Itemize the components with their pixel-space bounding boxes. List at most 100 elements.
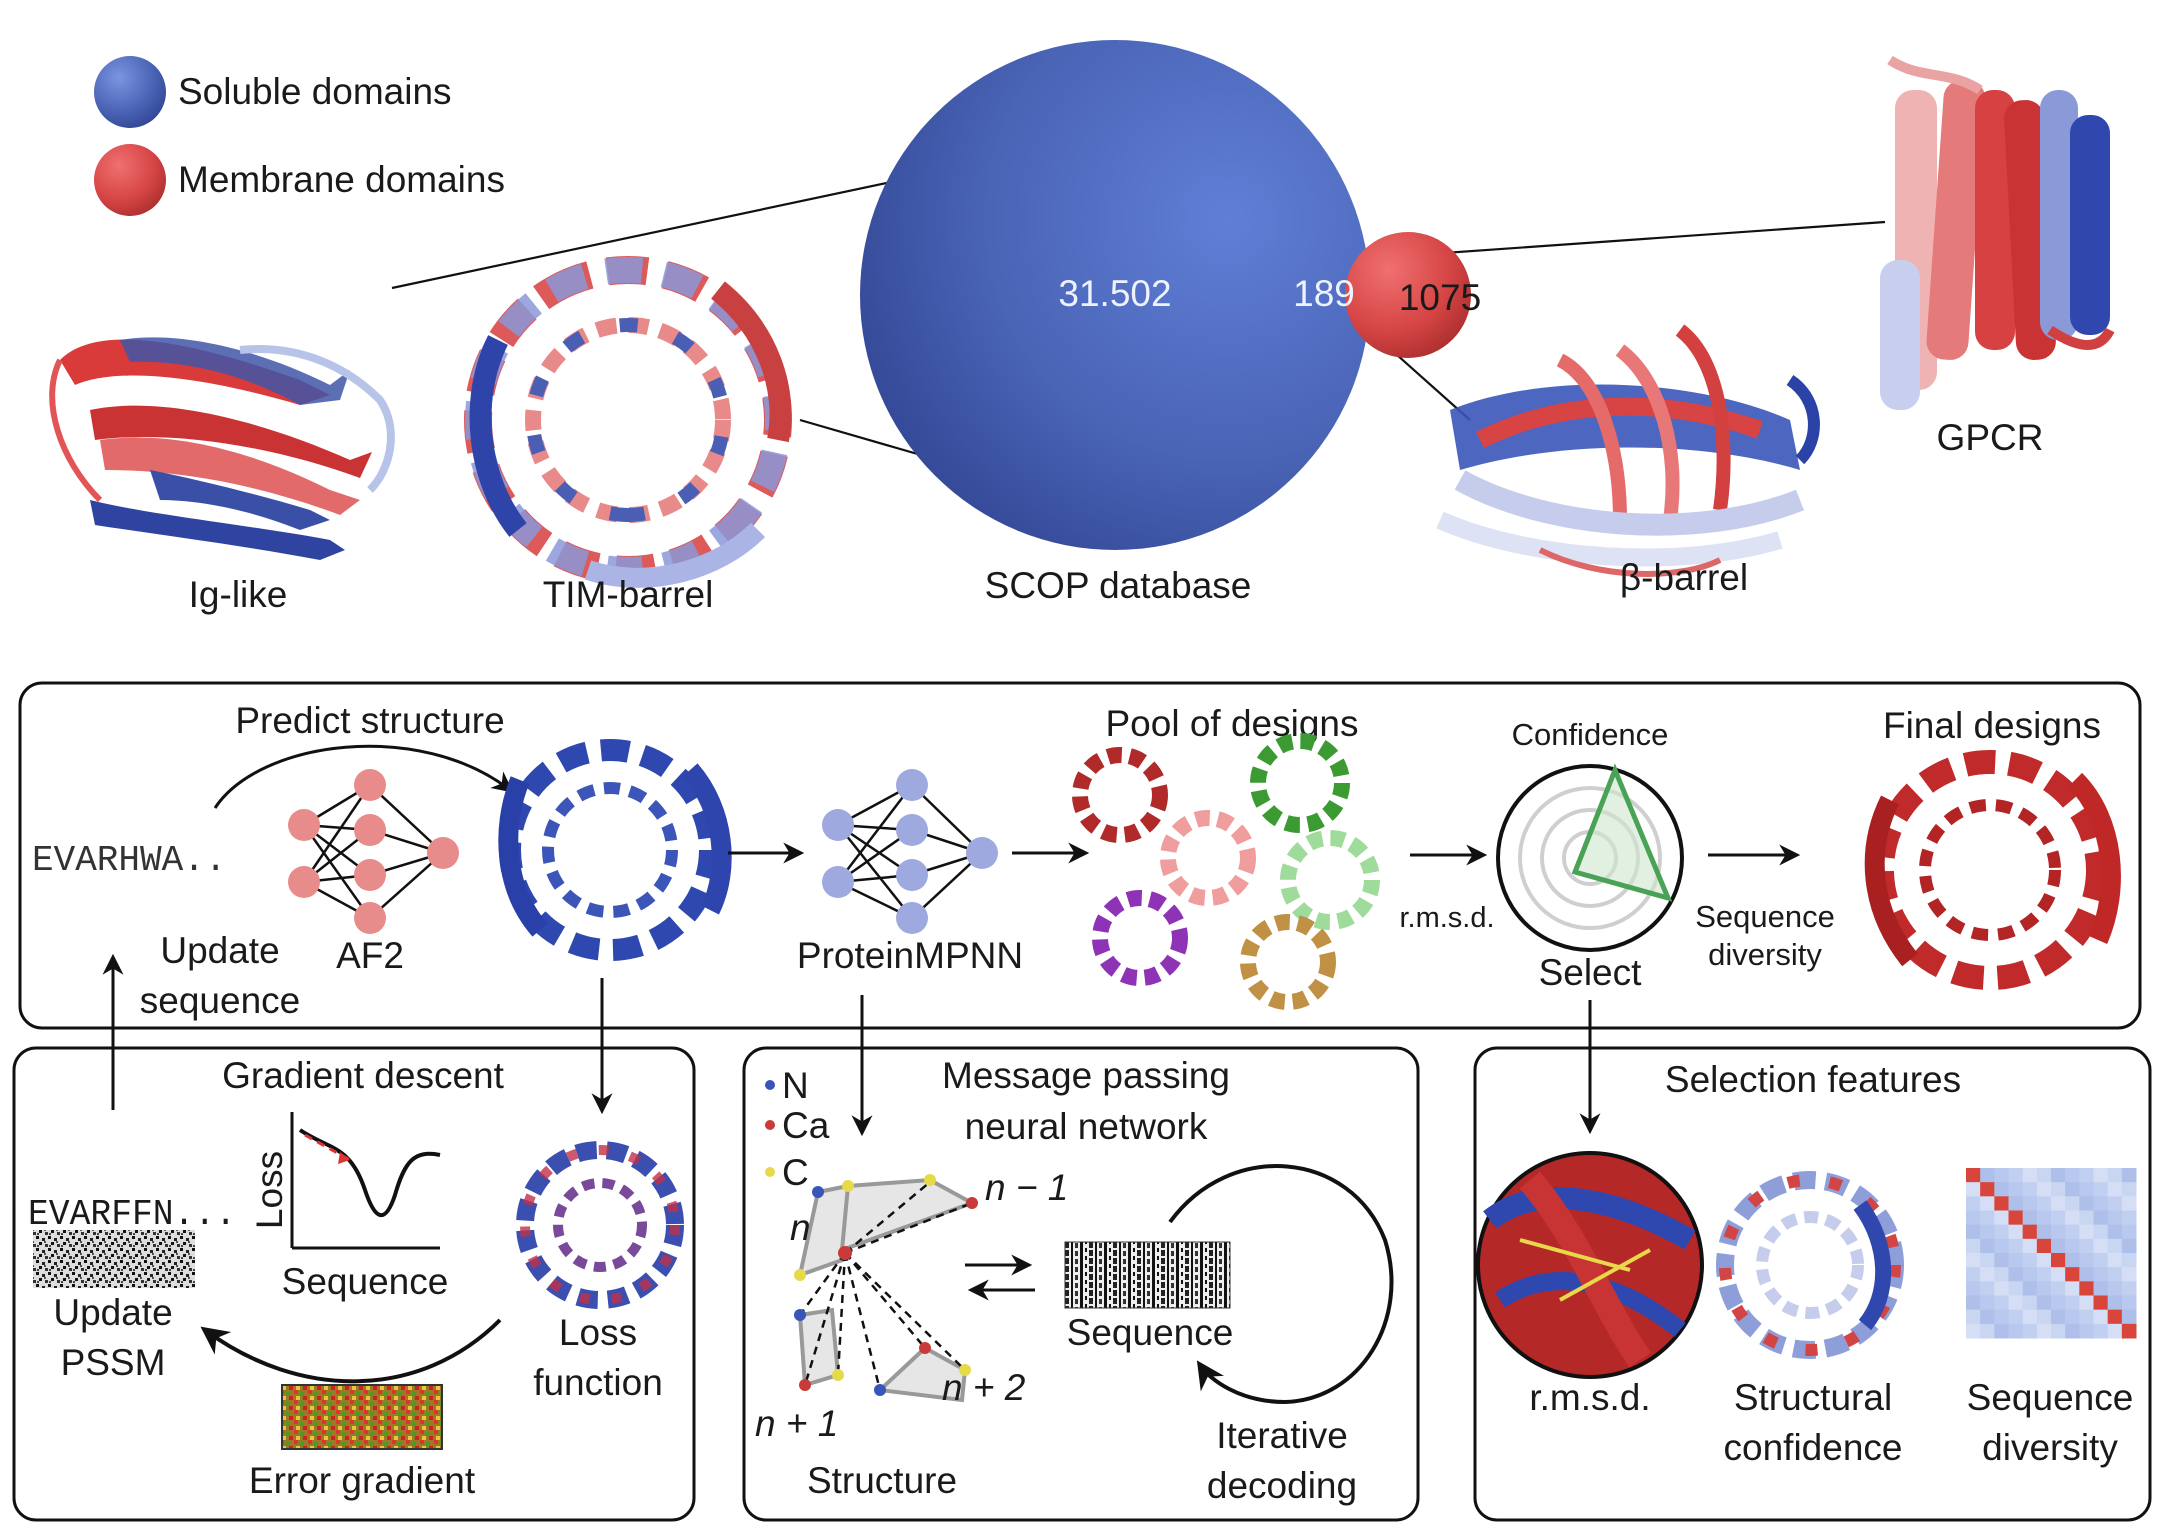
- node-n-plus-1-label: n + 1: [755, 1403, 838, 1444]
- heatmap-cell: [2107, 1168, 2123, 1183]
- gradient-descent-box: [12, 1046, 696, 1522]
- n-atom-swatch: [765, 1080, 775, 1090]
- heatmap-cell: [2121, 1168, 2137, 1183]
- af2-network: [288, 769, 459, 934]
- heatmap-cell: [2065, 1309, 2080, 1325]
- heatmap-cell: [2022, 1295, 2038, 1311]
- structural-confidence-image: [1716, 1171, 1904, 1359]
- heatmap-cell: [2121, 1281, 2137, 1296]
- atom-legend: N Ca C: [765, 1065, 830, 1193]
- pssm-matrix: [33, 1230, 195, 1288]
- heatmap-cell: [2036, 1238, 2052, 1254]
- node-n-minus-1-label: n − 1: [985, 1167, 1068, 1208]
- heatmap-cell: [2051, 1196, 2066, 1211]
- ca-atom-label: Ca: [782, 1105, 830, 1146]
- heatmap-cell: [2107, 1196, 2123, 1211]
- heatmap-cell: [2065, 1267, 2080, 1282]
- heatmap-cell: [2079, 1253, 2094, 1268]
- confidence-axis-label: Confidence: [1512, 717, 1669, 752]
- heatmap-cell: [1994, 1182, 2009, 1197]
- heatmap-cell: [1966, 1238, 1981, 1254]
- shared-count: 189: [1293, 273, 1355, 314]
- structure-graph: [794, 1174, 978, 1403]
- heatmap-cell: [2079, 1196, 2094, 1211]
- update-pssm-arrow: [200, 1318, 502, 1384]
- iterative-label-2: decoding: [1207, 1465, 1357, 1506]
- sequence-diversity-label-2: diversity: [1708, 937, 1822, 972]
- selection-features-box: [1473, 1046, 2152, 1522]
- heatmap-cell: [2008, 1182, 2024, 1197]
- legend-soluble-label: Soluble domains: [178, 71, 452, 112]
- heatmap-cell: [1980, 1182, 1995, 1197]
- heatmap-cell: [2121, 1224, 2137, 1240]
- mpnn-box: [742, 1046, 1420, 1522]
- heatmap-cell: [2107, 1238, 2123, 1254]
- af2-label: AF2: [336, 935, 404, 976]
- heatmap-cell: [2051, 1238, 2066, 1254]
- heatmap-cell: [1980, 1281, 1995, 1296]
- heatmap-cell: [2022, 1210, 2038, 1226]
- heatmap-cell: [2022, 1309, 2038, 1325]
- heatmap-cell: [2107, 1210, 2123, 1226]
- heatmap-cell: [1980, 1323, 1995, 1339]
- heatmap-cell: [1994, 1238, 2009, 1254]
- heatmap-cell: [2093, 1267, 2109, 1282]
- heatmap-cell: [1994, 1295, 2009, 1311]
- heatmap-cell: [1980, 1224, 1995, 1240]
- heatmap-cell: [2022, 1253, 2038, 1268]
- tim-barrel-structure: [464, 256, 792, 588]
- beta-barrel-label: β-barrel: [1620, 557, 1748, 598]
- heatmap-cell: [1994, 1196, 2009, 1211]
- heatmap-cell: [2107, 1323, 2123, 1339]
- heatmap-cell: [2107, 1309, 2123, 1325]
- heatmap-cell: [1980, 1295, 1995, 1311]
- heatmap-cell: [2008, 1168, 2024, 1183]
- heatmap-cell: [1994, 1281, 2009, 1296]
- heatmap-cell: [2093, 1210, 2109, 1226]
- heatmap-cell: [2065, 1323, 2080, 1339]
- heatmap-cell: [2008, 1224, 2024, 1240]
- heatmap-cell: [1966, 1267, 1981, 1282]
- heatmap-cell: [1966, 1281, 1981, 1296]
- heatmap-cell: [2121, 1267, 2137, 1282]
- heatmap-cell: [2008, 1295, 2024, 1311]
- heatmap-cell: [1994, 1224, 2009, 1240]
- heatmap-cell: [2051, 1295, 2066, 1311]
- soluble-domains-sphere: [860, 40, 1370, 550]
- heatmap-cell: [2065, 1196, 2080, 1211]
- heatmap-cell: [2121, 1323, 2137, 1339]
- heatmap-cell: [1966, 1323, 1981, 1339]
- tim-barrel-label: TIM-barrel: [543, 574, 714, 615]
- soluble-count: 31.502: [1058, 273, 1171, 314]
- heatmap-cell: [2065, 1295, 2080, 1311]
- heatmap-cell: [2036, 1182, 2052, 1197]
- loss-axis-label: Loss: [249, 1151, 290, 1229]
- mpnn-title-1: Message passing: [942, 1055, 1230, 1096]
- heatmap-cell: [1966, 1182, 1981, 1197]
- diversity-label-2: diversity: [1982, 1427, 2118, 1468]
- heatmap-cell: [2036, 1253, 2052, 1268]
- heatmap-cell: [1966, 1253, 1981, 1268]
- predict-structure-label: Predict structure: [235, 700, 504, 741]
- membrane-domains-sphere: [1345, 232, 1471, 358]
- heatmap-cell: [2065, 1224, 2080, 1240]
- heatmap-cell: [2093, 1182, 2109, 1197]
- heatmap-cell: [2121, 1309, 2137, 1325]
- heatmap-cell: [2107, 1295, 2123, 1311]
- node-n-plus-2-label: n + 2: [942, 1367, 1026, 1408]
- heatmap-cell: [2079, 1281, 2094, 1296]
- heatmap-cell: [2036, 1281, 2052, 1296]
- heatmap-cell: [1994, 1168, 2009, 1183]
- confidence-label: confidence: [1724, 1427, 1903, 1468]
- heatmap-cell: [2051, 1281, 2066, 1296]
- heatmap-cell: [2051, 1224, 2066, 1240]
- heatmap-cell: [2107, 1267, 2123, 1282]
- heatmap-cell: [2022, 1281, 2038, 1296]
- heatmap-cell: [2107, 1253, 2123, 1268]
- heatmap-cell: [2093, 1309, 2109, 1325]
- heatmap-cell: [2065, 1253, 2080, 1268]
- heatmap-cell: [1966, 1295, 1981, 1311]
- heatmap-cell: [2022, 1182, 2038, 1197]
- heatmap-cell: [2093, 1196, 2109, 1211]
